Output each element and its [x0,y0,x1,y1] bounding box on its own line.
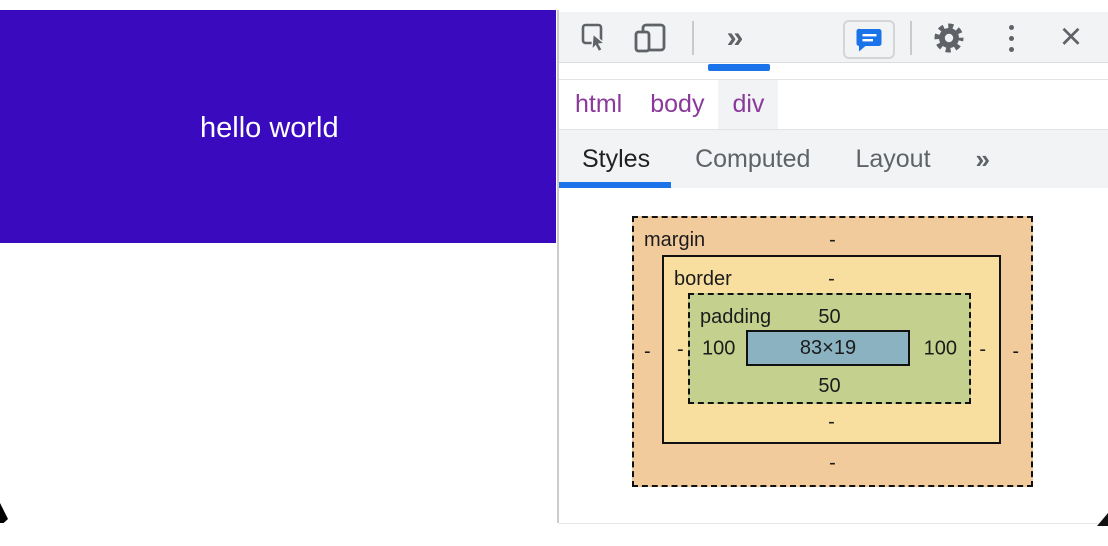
cursor-artifact [0,503,8,523]
margin-right-value[interactable]: - [1012,340,1019,362]
box-model-content-box[interactable]: 83×19 [746,330,910,366]
breadcrumb-item-body[interactable]: body [650,90,705,118]
margin-bottom-value[interactable]: - [829,452,836,474]
breadcrumb-item-div[interactable]: div [718,80,779,129]
content-size-value: 83×19 [799,336,857,359]
tab-computed[interactable]: Computed [695,144,811,173]
chat-bubble-icon [854,25,884,55]
more-options-button[interactable] [999,22,1023,54]
padding-top-value[interactable]: 50 [818,306,841,328]
panel-tabs-overflow-button[interactable]: » [717,20,753,56]
chevron-double-right-icon: » [726,21,744,54]
padding-right-value[interactable]: 100 [923,337,957,359]
border-right-value[interactable]: - [979,338,986,360]
close-icon: × [1059,16,1083,58]
close-devtools-button[interactable]: × [1053,18,1089,56]
padding-bottom-value[interactable]: 50 [818,375,841,397]
kebab-menu-icon [1008,24,1014,52]
gear-icon [931,20,967,56]
box-model-border-ring[interactable]: border - - - - padding 50 100 100 50 83×… [662,255,1001,444]
inspect-cursor-icon [581,23,609,53]
active-tab-underline [559,182,671,188]
tab-styles[interactable]: Styles [582,144,651,173]
border-label: border [674,268,732,290]
margin-left-value[interactable]: - [644,340,651,362]
chat-console-button[interactable] [843,20,895,59]
box-model-padding-ring[interactable]: padding 50 100 100 50 83×19 [688,293,971,404]
toolbar-separator [692,21,694,55]
devtools-toolbar: » × [559,12,1108,63]
box-model-margin-ring[interactable]: margin - - - - border - - - - padding 50… [632,216,1033,487]
row-divider [559,79,1108,80]
tab-overflow-chevron-icon[interactable]: » [975,143,990,174]
border-bottom-value[interactable]: - [828,411,835,433]
margin-label: margin [644,229,706,251]
settings-button[interactable] [929,20,969,56]
toolbar-separator [910,21,912,55]
tab-layout[interactable]: Layout [855,144,931,173]
device-toolbar-button[interactable] [631,21,669,55]
sidebar-tabs: Styles Computed Layout » [559,130,1108,188]
element-breadcrumb: html body div [559,80,1108,130]
devtools-panel: » × [559,10,1108,524]
device-toolbar-icon [633,22,667,54]
inspect-element-button[interactable] [577,21,613,55]
padding-left-value[interactable]: 100 [702,337,736,359]
cursor-artifact [1097,513,1108,526]
active-panel-tab-indicator [708,64,770,71]
hello-world-text: hello world [200,112,339,144]
breadcrumb-item-html[interactable]: html [575,90,623,118]
border-left-value[interactable]: - [677,338,684,360]
padding-label: padding [700,306,772,328]
inspected-div[interactable]: hello world [0,10,556,243]
styles-pane: margin - - - - border - - - - padding 50… [559,188,1108,523]
rendered-page: hello world [0,10,557,523]
margin-top-value[interactable]: - [829,229,836,251]
border-top-value[interactable]: - [828,268,835,290]
devtools-dock-divider[interactable] [557,10,559,523]
